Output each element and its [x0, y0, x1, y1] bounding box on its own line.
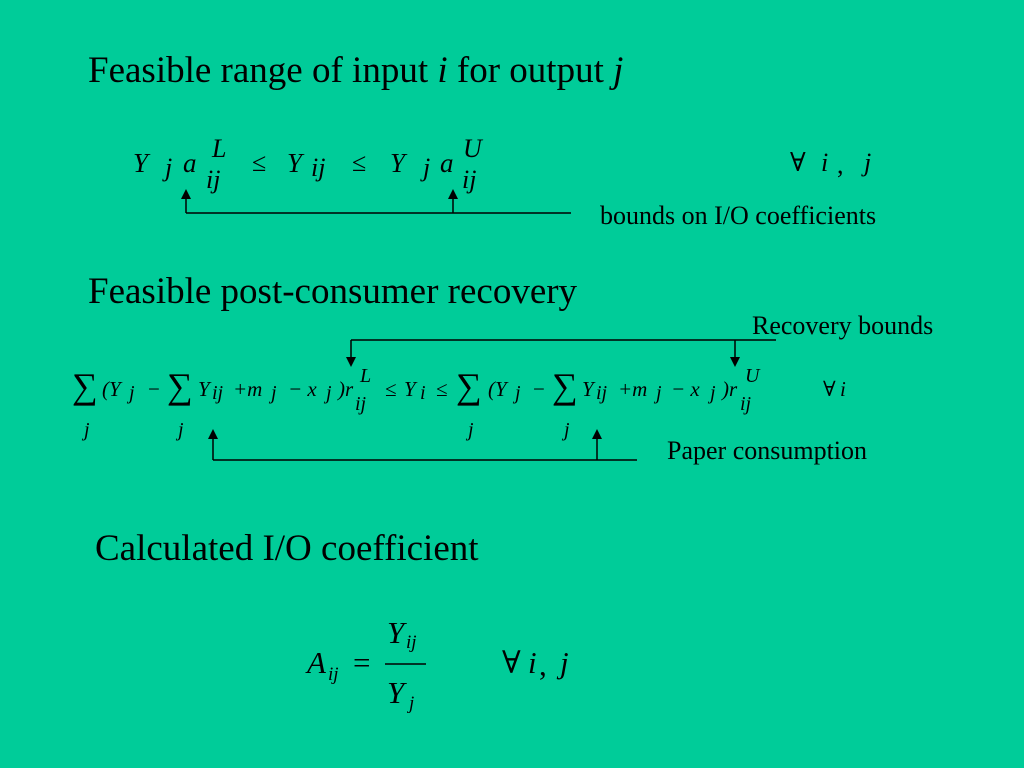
math-sub-ij: ij — [740, 393, 752, 415]
math-minus-x: − x — [288, 377, 317, 401]
math-sub-j: j — [326, 382, 332, 404]
math-minus: − — [533, 377, 545, 401]
math-equals: = — [353, 645, 371, 680]
math-sub-j: j — [84, 419, 90, 441]
math-sum: ∑ — [72, 366, 98, 406]
math-leq: ≤ — [352, 148, 367, 177]
math-sum: ∑ — [167, 366, 193, 406]
math-paren-Y: (Y — [102, 377, 121, 401]
bounds-annotation: bounds on I/O coefficients — [600, 201, 877, 230]
math-sub-j: j — [129, 382, 135, 404]
math-Y: Y — [133, 148, 149, 178]
math-forall: ∀ — [823, 377, 836, 401]
math-sub-i: i — [420, 382, 426, 404]
math-sum: ∑ — [552, 366, 578, 406]
math-sup-L: L — [212, 134, 227, 163]
paper-consumption-connector — [208, 429, 637, 461]
math-sup-U: U — [745, 365, 760, 387]
paper-consumption-annotation: Paper consumption — [667, 436, 868, 465]
math-close-r: )r — [722, 377, 738, 401]
math-Y: Y — [287, 148, 303, 178]
math-sub-j: j — [409, 693, 415, 714]
math-sub-ij: ij — [206, 165, 221, 194]
math-plus-m: +m — [618, 377, 648, 401]
math-leq: ≤ — [252, 148, 267, 177]
heading-text: for output — [447, 50, 614, 91]
var-i: i — [437, 50, 448, 91]
math-i: i — [528, 645, 537, 680]
math-close-r: )r — [338, 377, 354, 401]
math-leq: ≤ — [436, 377, 448, 401]
math-sub-ij: ij — [462, 165, 477, 194]
math-i: i — [821, 148, 829, 177]
math-a: a — [183, 148, 197, 178]
math-sub-j: j — [423, 153, 431, 182]
math-minus-x: − x — [671, 377, 700, 401]
math-sub-j: j — [165, 153, 173, 182]
math-Y: Y — [582, 377, 594, 401]
heading-text: Feasible range of input — [88, 50, 438, 91]
math-Y: Y — [404, 377, 416, 401]
math-sub-j: j — [656, 382, 662, 404]
math-a: a — [440, 148, 454, 178]
var-j: j — [613, 50, 624, 91]
math-comma: , — [837, 150, 844, 179]
section2-heading: Feasible post-consumer recovery — [88, 271, 578, 312]
math-j: j — [560, 645, 569, 680]
math-sub-j: j — [271, 382, 277, 404]
math-forall: ∀ — [790, 148, 806, 177]
math-sub-j: j — [178, 419, 184, 441]
math-plus-m: +m — [233, 377, 263, 401]
math-sub-ij: ij — [355, 393, 367, 415]
recovery-bounds-connector — [346, 339, 776, 367]
math-minus: − — [148, 377, 160, 401]
math-A: A — [307, 645, 326, 680]
section3-heading: Calculated I/O coefficient — [95, 528, 479, 569]
math-sub-ij: ij — [212, 382, 224, 404]
math-paren-Y: (Y — [488, 377, 507, 401]
math-sub-j: j — [710, 382, 716, 404]
section1-heading: Feasible range of input i for output j — [88, 52, 623, 89]
math-comma: , — [539, 647, 547, 682]
math-sup-U: U — [463, 134, 482, 163]
bounds-connector — [181, 189, 571, 214]
math-sup-L: L — [360, 365, 372, 387]
math-denominator-Y: Y — [387, 675, 405, 710]
math-sub-j: j — [515, 382, 521, 404]
math-leq: ≤ — [385, 377, 397, 401]
math-sub-ij: ij — [328, 664, 339, 685]
math-forall: ∀ — [502, 645, 521, 680]
math-sum: ∑ — [456, 366, 482, 406]
recovery-bounds-annotation: Recovery bounds — [752, 311, 934, 340]
math-j: j — [864, 148, 872, 177]
math-sub-ij: ij — [596, 382, 608, 404]
math-Y: Y — [390, 148, 406, 178]
math-sub-ij: ij — [311, 153, 326, 182]
math-sub-j: j — [564, 419, 570, 441]
math-numerator-Y: Y — [387, 615, 405, 650]
math-i: i — [840, 377, 846, 401]
math-Y: Y — [198, 377, 210, 401]
math-sub-ij: ij — [406, 632, 417, 653]
math-sub-j: j — [468, 419, 474, 441]
